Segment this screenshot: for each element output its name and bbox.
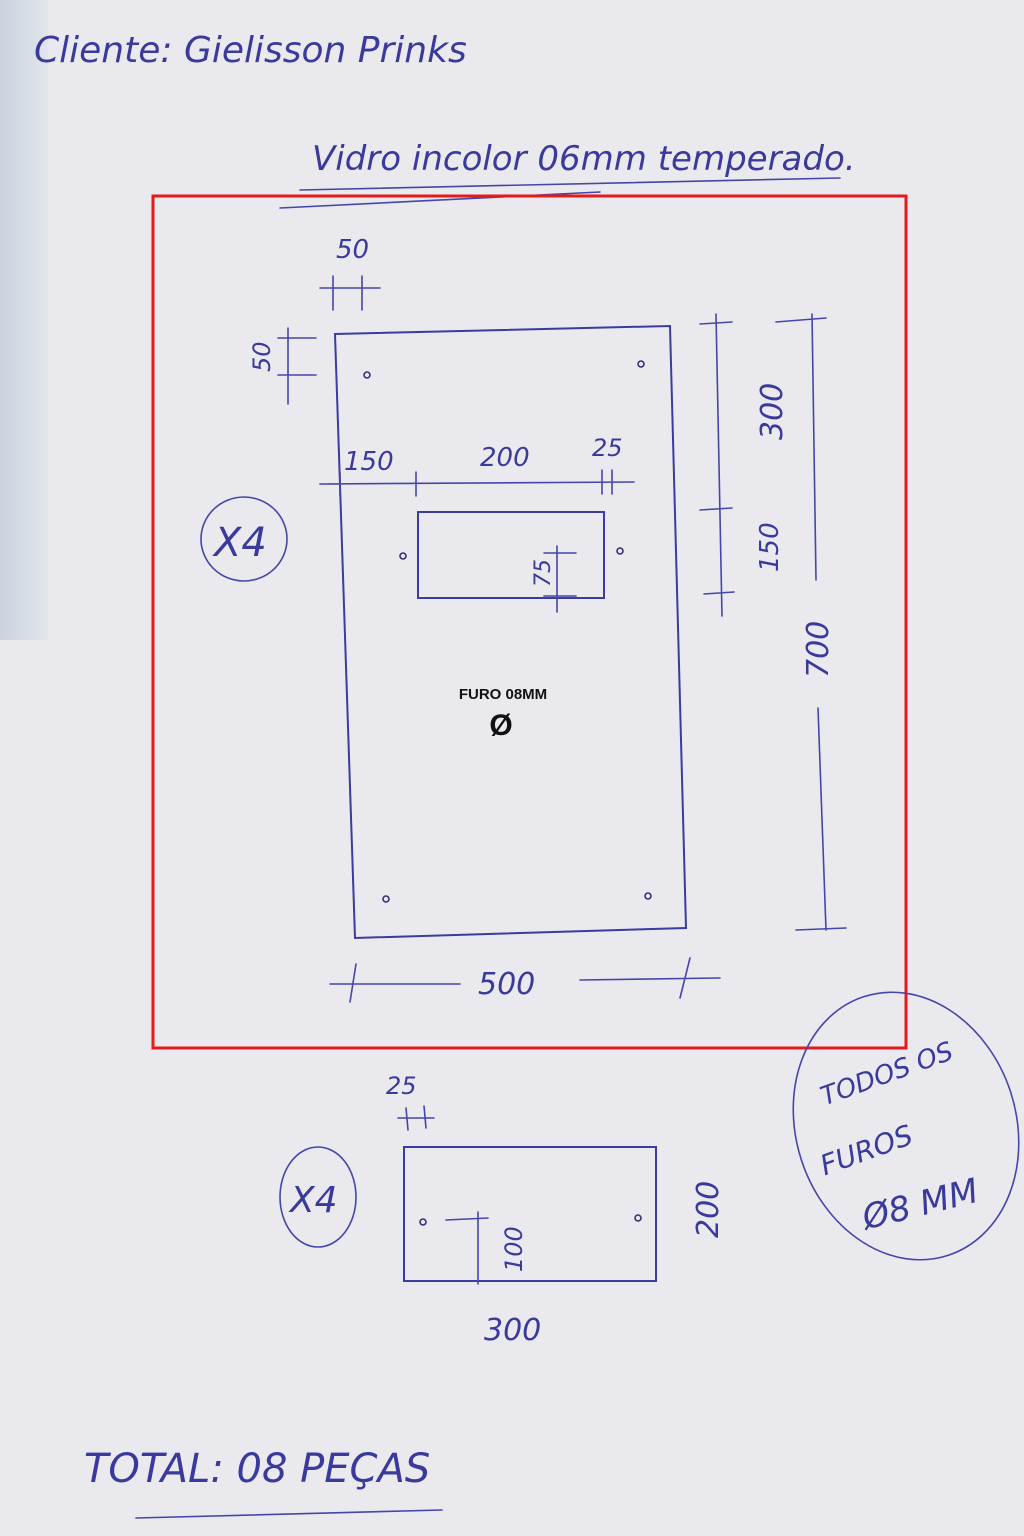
hole <box>616 547 624 555</box>
hole <box>363 371 371 379</box>
note-circle <box>792 991 1020 1261</box>
hole <box>382 895 390 903</box>
piece-b: 25 100 200 300 X4 <box>279 1072 726 1348</box>
dim-line-total-width <box>329 957 721 1003</box>
hole <box>644 892 652 900</box>
highlight-box <box>151 194 908 1050</box>
dim-b-inner: 100 <box>500 1226 528 1272</box>
client-line: Cliente: Gielisson Prinks <box>34 30 467 71</box>
dim-b-height: 200 <box>691 1181 726 1238</box>
piece-a: 50 50 150 200 25 75 300 150 700 500 <box>200 235 847 1003</box>
panel-a-cutout <box>417 511 605 599</box>
holes-note: TODOS OS FUROS Ø8 MM <box>792 991 1020 1261</box>
qty-circle-a <box>200 496 288 582</box>
panel-b-outline <box>403 1146 657 1282</box>
background-edge <box>0 0 48 640</box>
dim-line-top <box>319 275 381 311</box>
dim-total-width: 500 <box>478 967 535 1002</box>
qty-circle-b <box>279 1146 357 1248</box>
dim-line-total-height <box>775 313 847 931</box>
panel-a-outline <box>333 324 688 940</box>
hole <box>637 360 645 368</box>
material-underline <box>299 177 841 191</box>
hole-label: FURO 08MM <box>459 686 547 703</box>
dim-b-top: 25 <box>386 1072 417 1100</box>
material-line: Vidro incolor 06mm temperado. <box>312 139 856 179</box>
note-line-3: Ø8 MM <box>856 1171 982 1239</box>
material-underline-2 <box>279 191 601 209</box>
note-line-2: FUROS <box>816 1118 917 1182</box>
dim-right-upper: 300 <box>755 383 790 440</box>
hole <box>419 1218 427 1226</box>
qty-a: X4 <box>212 520 267 566</box>
dim-cut-width: 200 <box>480 443 530 473</box>
dim-line-horizontal <box>319 469 635 497</box>
total-line: TOTAL: 08 PEÇAS <box>84 1446 430 1492</box>
dim-line-b-top <box>397 1105 435 1131</box>
hole <box>634 1214 642 1222</box>
dim-right-lower: 150 <box>755 522 785 572</box>
dim-b-width: 300 <box>484 1313 541 1348</box>
dim-cut-right: 25 <box>592 434 623 462</box>
dim-cut-height: 75 <box>531 559 556 587</box>
total-underline <box>135 1509 443 1519</box>
dim-top-offset: 50 <box>336 235 369 265</box>
hole-symbol: Ø <box>489 709 512 742</box>
dim-left-offset: 50 <box>248 341 276 372</box>
hole <box>399 552 407 560</box>
dim-total-height: 700 <box>801 621 836 678</box>
dim-line-cutout-height <box>543 545 577 613</box>
dim-line-right <box>699 313 735 617</box>
qty-b: X4 <box>288 1180 338 1221</box>
dim-line-b-inner <box>445 1211 489 1285</box>
dim-cut-left: 150 <box>344 447 394 477</box>
dim-line-left <box>277 327 317 405</box>
